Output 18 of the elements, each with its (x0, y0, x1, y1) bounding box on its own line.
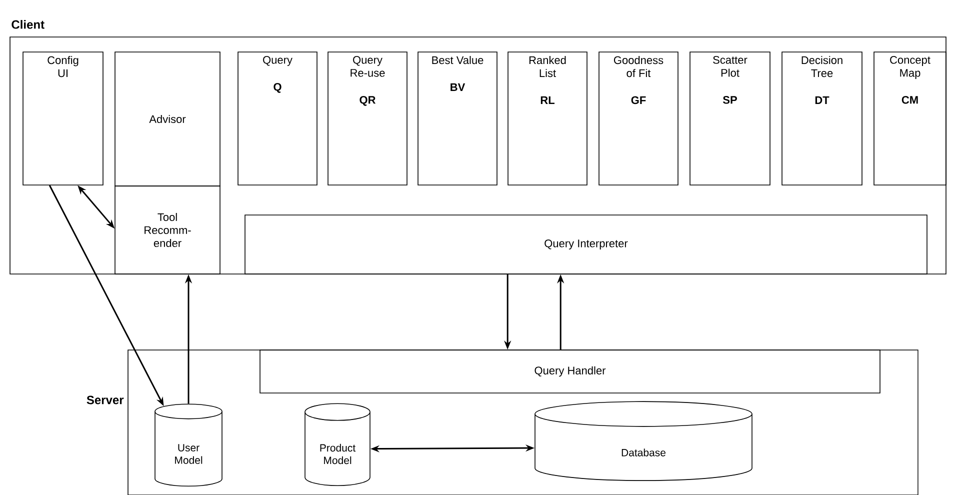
tool-box: Query Q (238, 52, 318, 186)
database-cylinder: Database (534, 401, 752, 481)
tool-box: Query Re-use QR (328, 52, 408, 186)
component-box: Query Handler (260, 350, 880, 394)
tool-box: Decision Tree DT (782, 52, 862, 186)
component-box: Advisor (114, 52, 220, 186)
tool-box: Concept Map CM (874, 52, 946, 186)
container-heading: Server (86, 396, 124, 404)
database-cylinder: User Model (154, 404, 222, 487)
tool-box: Scatter Plot SP (690, 52, 770, 186)
database-cylinder: Product Model (304, 403, 370, 486)
tool-box: Goodness of Fit GF (598, 52, 678, 186)
container-heading: Client (12, 20, 44, 29)
tool-box: Ranked List RL (508, 52, 588, 186)
tool-box: Best Value BV (418, 52, 498, 186)
component-box: Config UI (22, 52, 104, 186)
component-box: Tool Recomm- ender (114, 186, 220, 274)
component-box: Query Interpreter (244, 214, 928, 274)
